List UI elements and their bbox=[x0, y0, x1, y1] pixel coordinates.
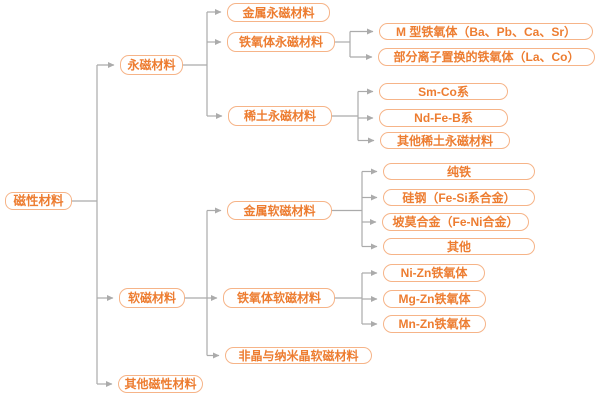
node-amorphous-nanocrystalline[interactable]: 非晶与纳米晶软磁材料 bbox=[225, 347, 372, 364]
node-rare-earth-permanent-magnet[interactable]: 稀土永磁材料 bbox=[228, 106, 332, 126]
node-metal-permanent-magnet[interactable]: 金属永磁材料 bbox=[227, 3, 330, 22]
node-mg-zn-ferrite[interactable]: Mg-Zn铁氧体 bbox=[383, 290, 486, 308]
node-other-metal-soft[interactable]: 其他 bbox=[383, 238, 535, 255]
node-soft-magnet-materials[interactable]: 软磁材料 bbox=[119, 288, 185, 308]
node-m-type-ferrite[interactable]: M 型铁氧体（Ba、Pb、Ca、Sr） bbox=[379, 23, 593, 40]
node-other-magnetic-materials[interactable]: 其他磁性材料 bbox=[118, 375, 203, 393]
node-permanent-magnet-materials[interactable]: 永磁材料 bbox=[120, 55, 183, 75]
node-ni-zn-ferrite[interactable]: Ni-Zn铁氧体 bbox=[383, 264, 485, 282]
node-permalloy[interactable]: 坡莫合金（Fe-Ni合金） bbox=[382, 213, 529, 231]
node-sm-co[interactable]: Sm-Co系 bbox=[379, 83, 508, 100]
node-ferrite-permanent-magnet[interactable]: 铁氧体永磁材料 bbox=[227, 32, 335, 52]
node-ion-substituted-ferrite[interactable]: 部分离子置换的铁氧体（La、Co） bbox=[378, 48, 595, 66]
node-metal-soft-magnet[interactable]: 金属软磁材料 bbox=[227, 201, 332, 220]
node-nd-fe-b[interactable]: Nd-Fe-B系 bbox=[379, 109, 508, 127]
node-pure-iron[interactable]: 纯铁 bbox=[383, 163, 535, 180]
node-ferrite-soft-magnet[interactable]: 铁氧体软磁材料 bbox=[223, 288, 335, 308]
node-silicon-steel[interactable]: 硅钢（Fe-Si系合金） bbox=[383, 189, 535, 206]
node-magnetic-materials[interactable]: 磁性材料 bbox=[5, 192, 72, 210]
node-other-rare-earth[interactable]: 其他稀土永磁材料 bbox=[380, 132, 510, 149]
node-mn-zn-ferrite[interactable]: Mn-Zn铁氧体 bbox=[383, 315, 486, 333]
